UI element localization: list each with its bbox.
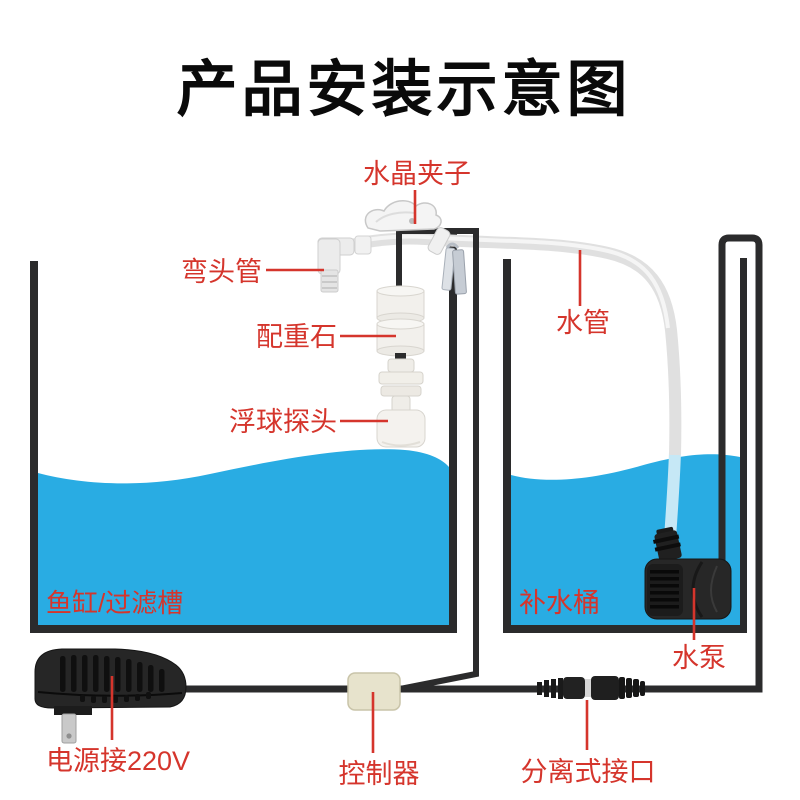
fish-tank-water [38,449,449,626]
label-float-probe: 浮球探头 [229,407,337,437]
float-switch-cable [396,228,479,692]
label-controller: 控制器 [339,759,420,789]
pump-nozzle [652,526,682,562]
label-refill-bucket: 补水桶 [519,588,600,618]
page-title: 产品安装示意图 [176,55,631,123]
label-water-pipe: 水管 [556,308,610,338]
power-cable [180,234,763,693]
fish-tank-outline [30,234,457,633]
label-elbow-pipe: 弯头管 [181,257,262,287]
water-pump [644,526,732,620]
plug-prong [61,713,77,744]
water-pipe-underwater [664,451,681,539]
pointer-lines [110,190,696,753]
crystal-clip [364,199,442,232]
label-power-plug: 电源接220V [46,746,190,776]
clip-clamp [427,227,467,295]
label-counterweight-stone: 配重石 [256,322,337,352]
power-adapter [34,648,187,744]
label-detachable-connector: 分离式接口 [521,757,656,787]
elbow-pipe [317,237,355,293]
refill-bucket-outline [503,258,747,633]
adapter-vents [60,655,165,692]
float-probe [376,353,426,448]
detachable-connector [537,676,645,700]
label-crystal-clip: 水晶夹子 [363,159,471,189]
label-water-pump: 水泵 [672,643,726,673]
counterweight-stones [376,285,425,357]
hose-collar [354,235,372,255]
water-pipe-hose [336,232,682,456]
pump-grille [647,564,683,616]
label-fish-tank: 鱼缸/过滤槽 [46,588,183,618]
